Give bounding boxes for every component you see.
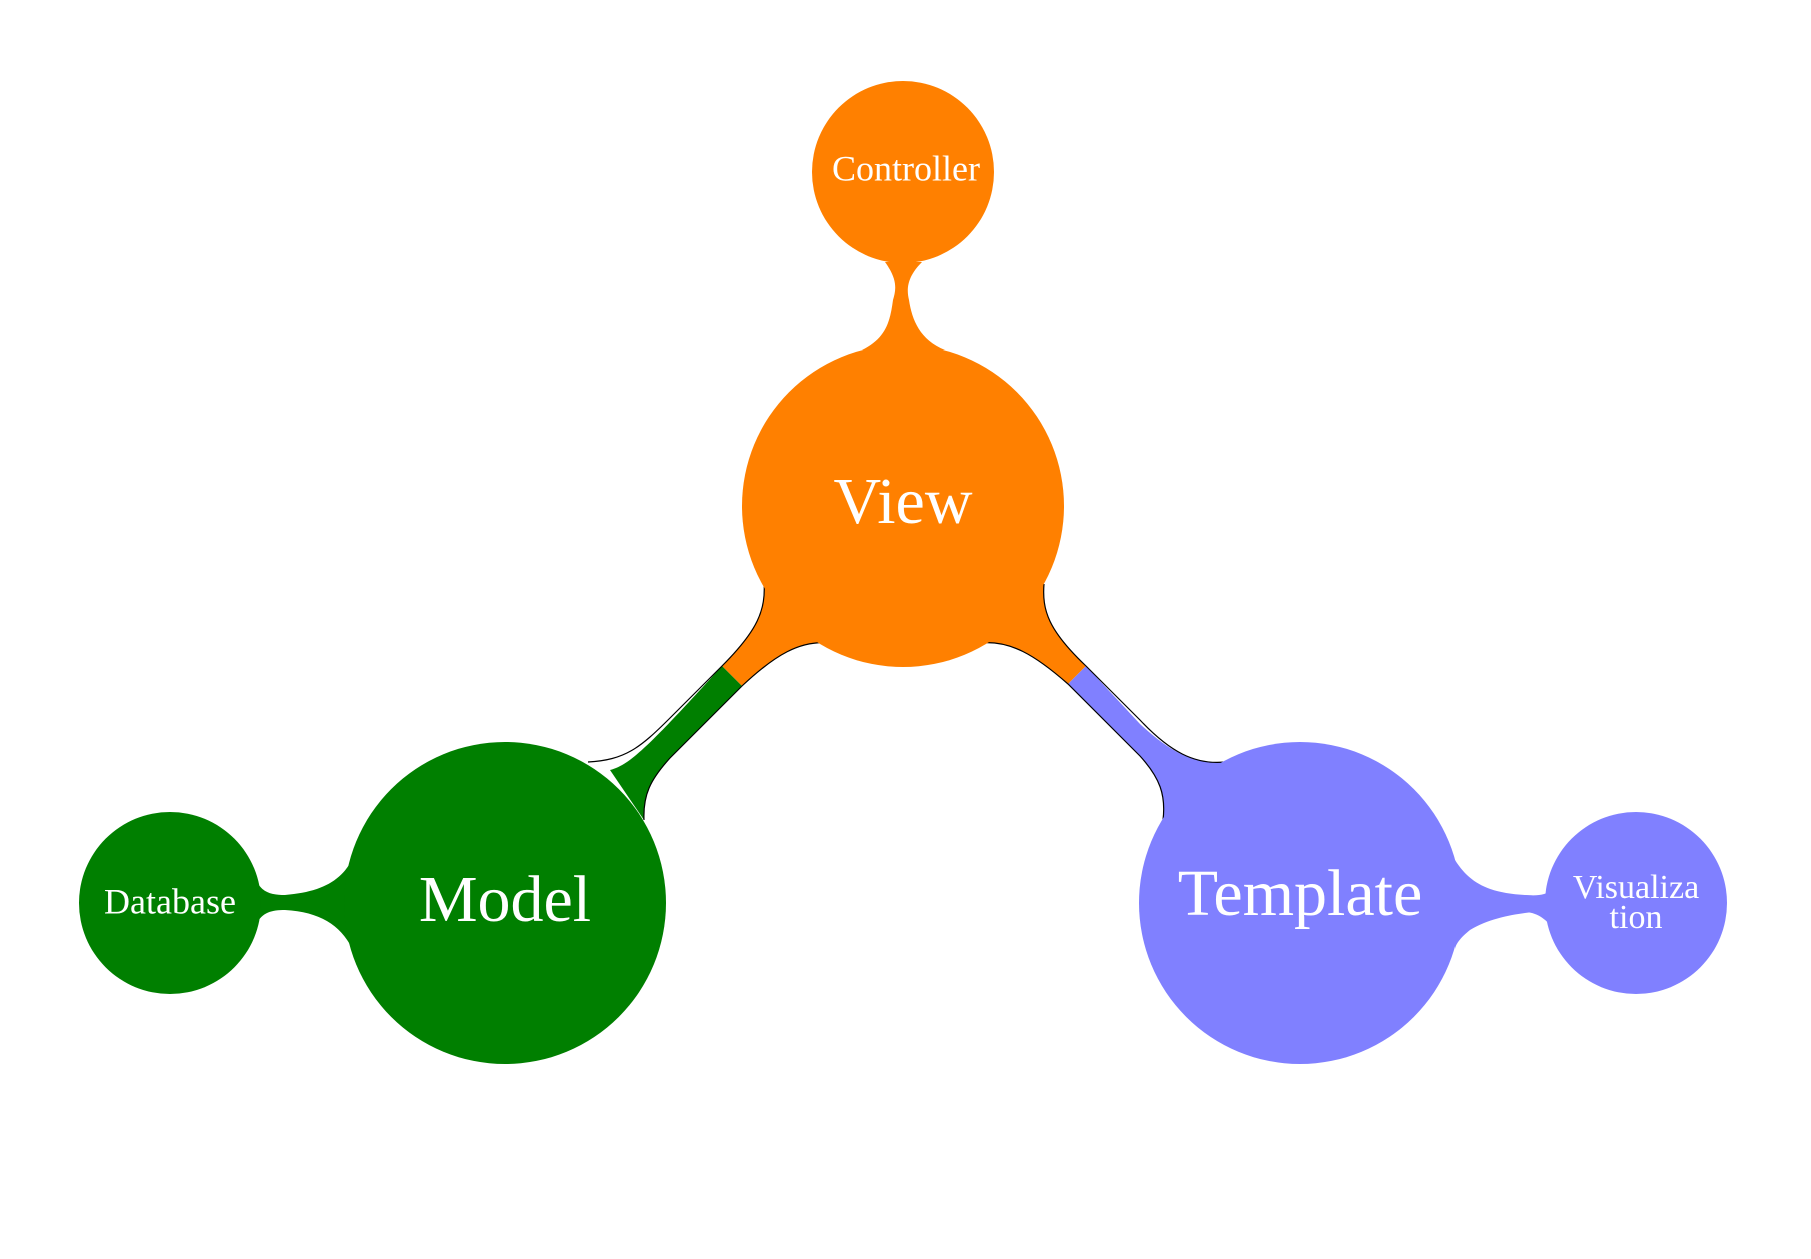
- template-label: Template: [1178, 857, 1423, 930]
- connector-model-database: [256, 860, 352, 948]
- controller-label: Controller: [832, 148, 980, 188]
- node-model[interactable]: [344, 742, 666, 1064]
- view-label: View: [834, 465, 973, 538]
- node-template[interactable]: [1139, 742, 1461, 1064]
- connector-view-controller: [862, 262, 945, 350]
- connector-template-visualization: [1455, 860, 1555, 950]
- database-label: Database: [104, 881, 236, 921]
- connector-view-template-violet: [1068, 666, 1225, 820]
- connector-view-template-outline: [979, 583, 1226, 821]
- model-label: Model: [419, 863, 591, 936]
- node-database[interactable]: [79, 812, 261, 994]
- node-visualization[interactable]: [1545, 812, 1727, 994]
- connector-view-model-outline: [587, 580, 831, 821]
- node-view[interactable]: [742, 345, 1064, 667]
- visualization-label-line2: tion: [1610, 899, 1663, 936]
- connector-view-model-green: [610, 666, 742, 820]
- node-controller[interactable]: [812, 81, 994, 263]
- visualization-label-line1: Visualiza: [1573, 869, 1699, 906]
